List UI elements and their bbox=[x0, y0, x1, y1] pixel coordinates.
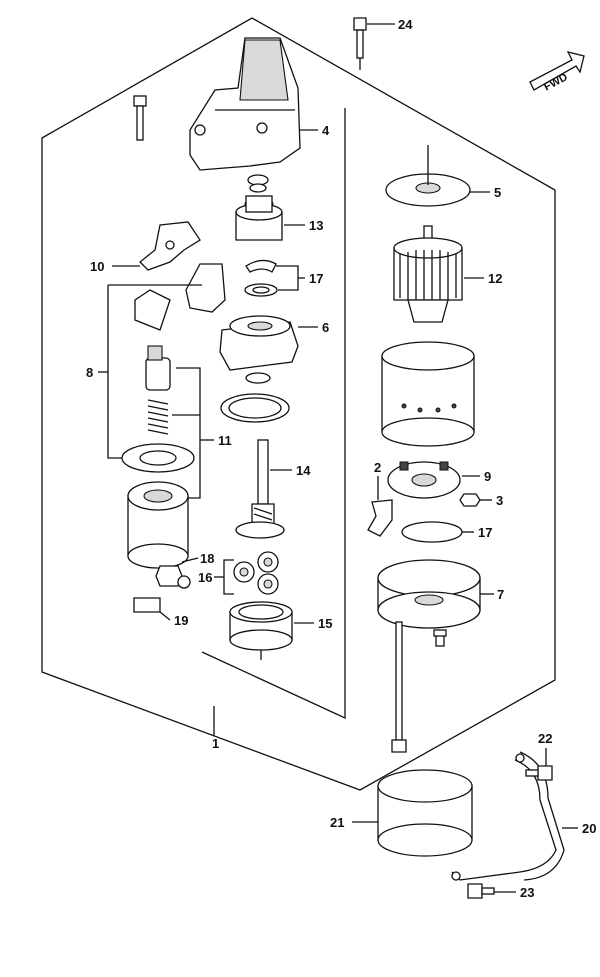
part-15-ring-gear bbox=[229, 601, 293, 651]
callout-2: 2 bbox=[374, 460, 381, 475]
part-14-shaft bbox=[235, 439, 285, 539]
part-yoke bbox=[381, 341, 475, 447]
callout-4: 4 bbox=[322, 123, 330, 138]
part-12-armature bbox=[393, 225, 463, 323]
callout-14: 14 bbox=[296, 463, 311, 478]
callout-8: 8 bbox=[86, 365, 93, 380]
part-23-bolt bbox=[467, 883, 495, 899]
part-small-bolt bbox=[433, 629, 447, 647]
callout-21: 21 bbox=[330, 815, 344, 830]
part-3-nut bbox=[459, 493, 481, 507]
callout-5: 5 bbox=[494, 185, 501, 200]
part-6-bracket bbox=[219, 315, 299, 371]
part-7-end-cover bbox=[377, 559, 481, 629]
callout-16: 16 bbox=[198, 570, 212, 585]
callout-1: 1 bbox=[212, 736, 219, 751]
part-9-brush-holder bbox=[387, 461, 461, 499]
callout-6: 6 bbox=[322, 320, 329, 335]
callout-17a: 17 bbox=[309, 271, 323, 286]
part-17-disc bbox=[401, 521, 463, 543]
part-19-clip bbox=[133, 597, 161, 613]
bolt-left bbox=[133, 95, 147, 141]
bolt-24 bbox=[353, 17, 367, 70]
callout-17b: 17 bbox=[478, 525, 492, 540]
part-8-bracket bbox=[134, 263, 226, 331]
part-gasket bbox=[121, 443, 195, 473]
assembly-boundary bbox=[41, 17, 556, 791]
callout-9: 9 bbox=[484, 469, 491, 484]
part-11-plunger bbox=[145, 345, 171, 435]
part-18-nut bbox=[155, 565, 191, 589]
part-2-brush-lead bbox=[367, 499, 393, 537]
callout-24: 24 bbox=[398, 17, 413, 32]
part-21-band bbox=[377, 769, 473, 857]
part-through-bolt bbox=[391, 621, 407, 753]
callout-15: 15 bbox=[318, 616, 332, 631]
callout-3: 3 bbox=[496, 493, 503, 508]
part-motor-body bbox=[127, 481, 189, 569]
callout-13: 13 bbox=[309, 218, 323, 233]
part-13-pinion bbox=[235, 195, 283, 241]
part-washer bbox=[245, 372, 271, 384]
part-4-housing bbox=[189, 37, 301, 171]
part-17-clip bbox=[244, 259, 278, 297]
part-16-gears bbox=[233, 551, 279, 595]
callout-20: 20 bbox=[582, 821, 596, 836]
callout-19: 19 bbox=[174, 613, 188, 628]
callout-7: 7 bbox=[497, 587, 504, 602]
callout-12: 12 bbox=[488, 271, 502, 286]
callout-10: 10 bbox=[90, 259, 104, 274]
inner-boundary bbox=[201, 108, 346, 720]
callout-22: 22 bbox=[538, 731, 552, 746]
part-22-bolt bbox=[525, 765, 553, 781]
fwd-arrow-icon: FWD bbox=[529, 51, 585, 94]
callout-23: 23 bbox=[520, 885, 534, 900]
callout-18: 18 bbox=[200, 551, 214, 566]
part-10-lever bbox=[139, 221, 201, 271]
callout-11: 11 bbox=[218, 433, 232, 448]
